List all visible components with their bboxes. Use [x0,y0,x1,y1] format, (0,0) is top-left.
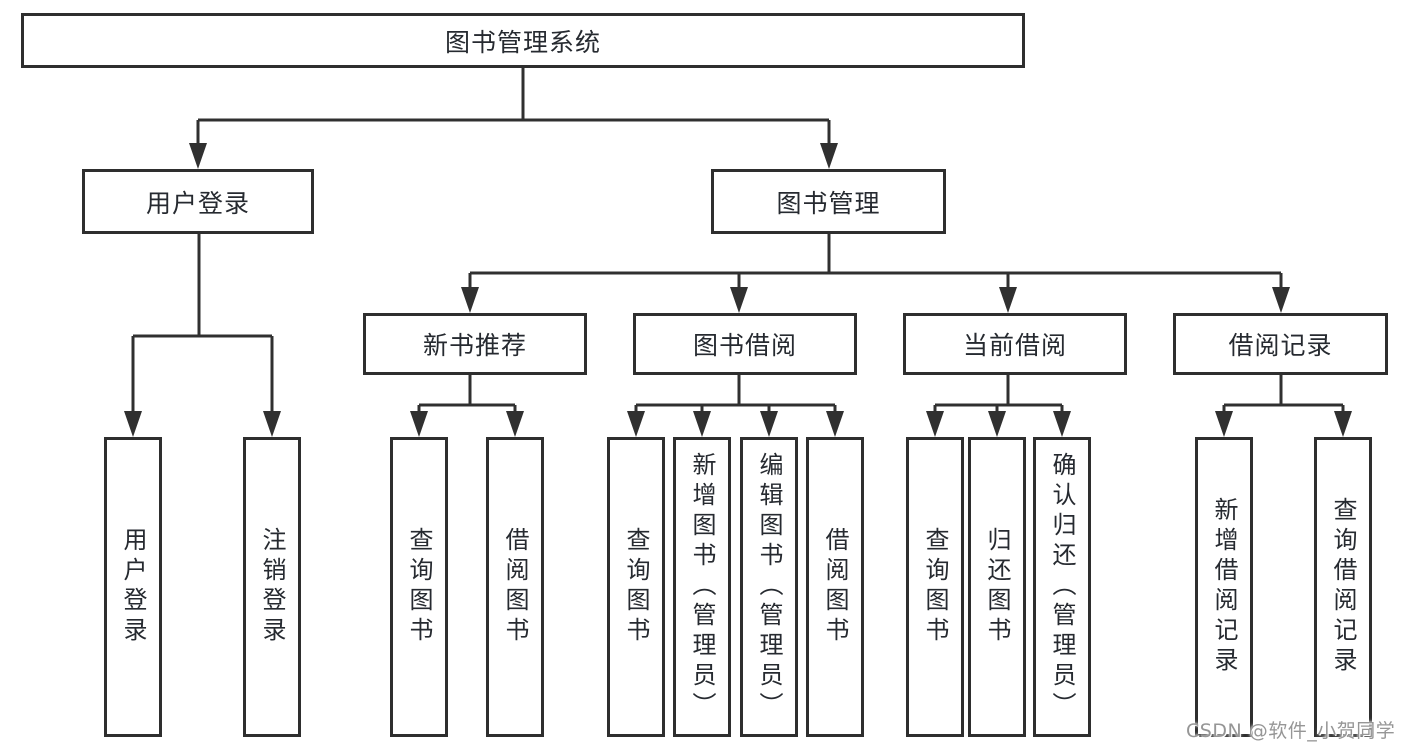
node-query-books-current-label: 查询图书 [921,527,949,647]
node-book-borrowing-label: 图书借阅 [692,331,797,360]
node-borrow-books-action-label: 借阅图书 [821,527,849,647]
node-borrow-books-action: 借阅图书 [806,437,864,737]
node-query-borrow-record: 查询借阅记录 [1314,437,1372,737]
node-library-system: 图书管理系统 [21,13,1025,68]
node-add-borrow-record: 新增借阅记录 [1195,437,1253,737]
node-query-books-borrowing: 查询图书 [607,437,665,737]
node-user-login-action: 用户登录 [104,437,162,737]
node-query-books-recommend-label: 查询图书 [405,527,433,647]
node-user-login-group: 用户登录 [82,169,314,234]
node-query-books-recommend: 查询图书 [390,437,448,737]
node-book-management: 图书管理 [711,169,946,234]
node-book-borrowing: 图书借阅 [633,313,857,375]
node-current-borrowing-label: 当前借阅 [962,331,1067,360]
node-logout-action: 注销登录 [243,437,301,737]
node-add-books-admin-label: 新增图书（管理员） [688,452,716,722]
node-add-books-admin: 新增图书（管理员） [673,437,731,737]
node-return-books-label: 归还图书 [983,527,1011,647]
node-return-books: 归还图书 [968,437,1026,737]
node-new-book-recommend-label: 新书推荐 [422,331,527,360]
node-edit-books-admin: 编辑图书（管理员） [740,437,798,737]
node-borrowing-records: 借阅记录 [1173,313,1388,375]
connector-stroke [131,68,1345,414]
node-query-books-current: 查询图书 [906,437,964,737]
node-logout-action-label: 注销登录 [258,527,286,647]
node-current-borrowing: 当前借阅 [903,313,1127,375]
node-book-management-label: 图书管理 [776,188,881,218]
node-borrowing-records-label: 借阅记录 [1228,331,1333,360]
node-user-login-group-label: 用户登录 [145,188,250,218]
node-edit-books-admin-label: 编辑图书（管理员） [755,452,783,722]
node-confirm-return-admin: 确认归还（管理员） [1033,437,1091,737]
node-library-system-label: 图书管理系统 [444,27,601,57]
node-query-books-borrowing-label: 查询图书 [622,527,650,647]
arrowheads [124,143,1352,437]
node-borrow-books-recommend-label: 借阅图书 [501,527,529,647]
node-borrow-books-recommend: 借阅图书 [486,437,544,737]
node-confirm-return-admin-label: 确认归还（管理员） [1048,452,1076,722]
node-user-login-action-label: 用户登录 [119,527,147,647]
node-query-borrow-record-label: 查询借阅记录 [1329,497,1357,677]
node-add-borrow-record-label: 新增借阅记录 [1210,497,1238,677]
node-new-book-recommend: 新书推荐 [363,313,587,375]
csdn-watermark: CSDN @软件_小贺同学 [1186,720,1396,742]
